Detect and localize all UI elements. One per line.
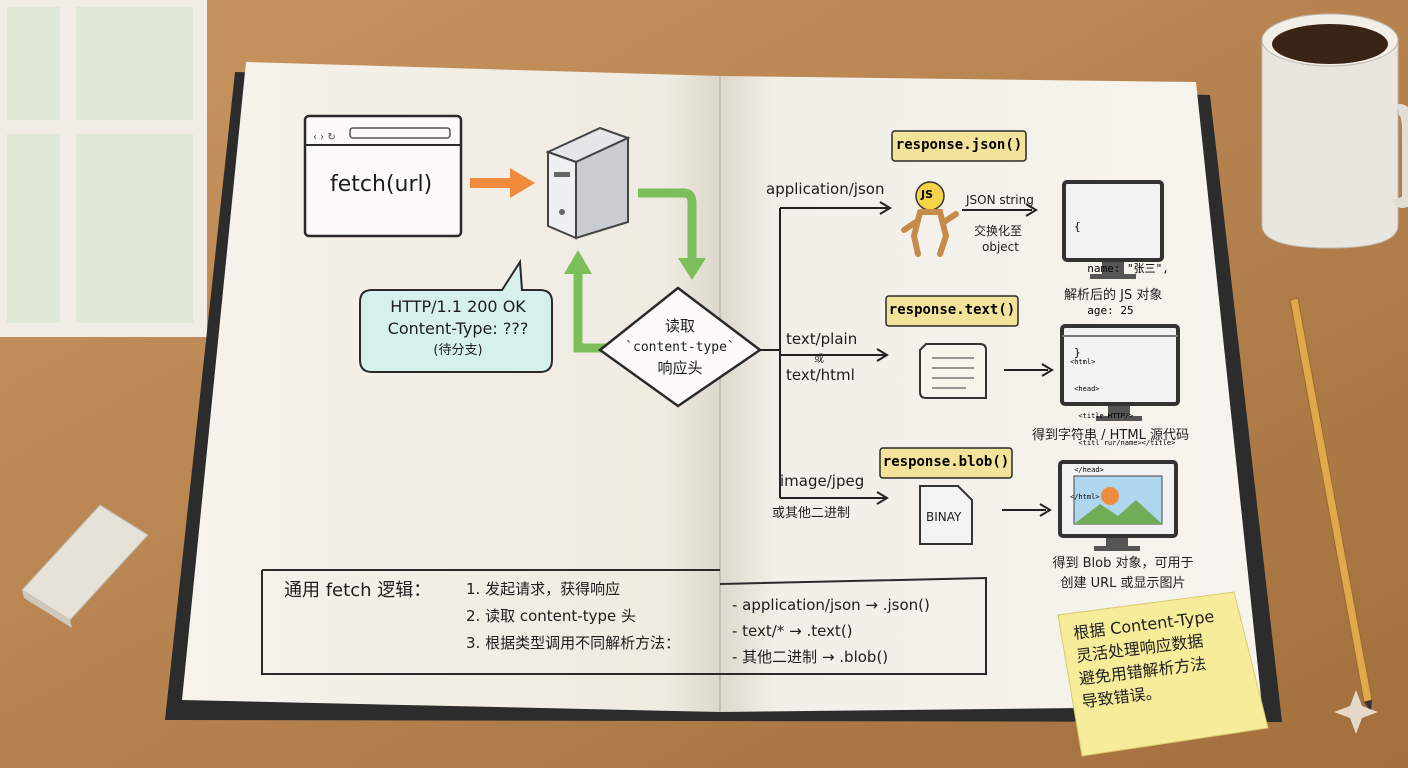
text-caption: 得到字符串 / HTML 源代码: [1032, 428, 1189, 443]
server-icon: [545, 126, 631, 240]
json-code-line: }: [1074, 346, 1081, 359]
response-bubble: HTTP/1.1 200 OK Content-Type: ??? (待分支): [366, 296, 550, 362]
svg-text:‹ › ↻: ‹ › ↻: [313, 132, 336, 143]
summary-steps: 1. 发起请求，获得响应 2. 读取 content-type 头 3. 根据类…: [466, 576, 680, 657]
summary-mapping: - application/json → .json(): [732, 596, 930, 614]
blob-method-tag: [879, 447, 1013, 479]
response-bubble-shape: [359, 258, 553, 373]
window: [0, 0, 200, 330]
blob-type-label-2: 或其他二进制: [772, 506, 851, 521]
summary-mappings: - application/json → .json() - text/* → …: [732, 592, 930, 670]
js-badge: JS: [921, 188, 934, 201]
coffee-mug: [1261, 13, 1408, 249]
json-code-line: age: 25: [1074, 304, 1134, 317]
js-person-icon: [901, 181, 959, 257]
blob-caption-line: 创建 URL 或显示图片: [1060, 576, 1186, 591]
decision-line1: 读取: [664, 317, 695, 335]
binary-file-label: BINAY: [926, 510, 962, 524]
json-code-line: {: [1074, 220, 1081, 233]
json-note-3: object: [982, 240, 1019, 254]
fetch-call-label: fetch(url): [330, 172, 433, 197]
sticky-note-paper: [1057, 591, 1269, 757]
summary-step: 3. 根据类型调用不同解析方法：: [466, 634, 681, 652]
eraser: [21, 504, 149, 628]
response-pending: (待分支): [433, 343, 483, 358]
browser-window-icon: ‹ › ↻: [303, 114, 463, 238]
json-note-2: 交换化至: [974, 224, 1023, 238]
monitor-json-icon: [1062, 180, 1164, 279]
json-method-label: response.json(): [895, 137, 1023, 153]
summary-mapping: - text/* → .text(): [732, 622, 853, 640]
decision-text: 读取 `content-type` 响应头: [610, 316, 750, 379]
text-method-label: response.text(): [888, 302, 1016, 318]
html-code-display: <html> <head> <title HTTP/> <titl rur/na…: [1070, 340, 1175, 511]
html-code-line: </html>: [1070, 493, 1100, 501]
decision-diamond: [597, 286, 763, 408]
html-code-line: <titl rur/name></title>: [1070, 439, 1176, 447]
text-or-label: 或: [814, 354, 824, 365]
html-code-line: <title HTTP/>: [1070, 412, 1134, 420]
sparkle-icon: [1334, 690, 1378, 734]
monitor-text-icon: [1060, 324, 1180, 421]
text-type-label-2: text/html: [786, 366, 855, 384]
json-note-1: JSON string: [966, 193, 1034, 207]
text-method-tag: [885, 295, 1019, 327]
branch-lines: [760, 201, 1054, 517]
html-code-line: </head>: [1070, 466, 1104, 474]
html-code-line: <head>: [1070, 385, 1100, 393]
sticky-note: 根据 Content-Type 灵活处理响应数据 避免用错解析方法 导致错误。: [1072, 605, 1224, 714]
html-code-line: <html>: [1070, 358, 1096, 366]
decision-line2: `content-type`: [625, 340, 735, 355]
monitor-image-icon: [1058, 460, 1178, 551]
response-back-arrow: [573, 270, 608, 353]
blob-caption: 得到 Blob 对象，可用于 创建 URL 或显示图片: [1026, 554, 1220, 594]
blob-type-label-1: image/jpeg: [780, 472, 865, 490]
summary-step: 2. 读取 content-type 头: [466, 607, 636, 625]
summary-title: 通用 fetch 逻辑：: [284, 580, 432, 601]
json-method-tag: [891, 130, 1027, 162]
json-code-line: name: "张三",: [1074, 262, 1169, 275]
response-status: HTTP/1.1 200 OK: [390, 297, 526, 316]
request-arrow: [470, 168, 535, 198]
text-scroll-icon: [919, 343, 987, 399]
decision-line3: 响应头: [657, 359, 703, 377]
json-type-label: application/json: [766, 180, 885, 198]
json-caption: 解析后的 JS 对象: [1064, 288, 1163, 303]
response-content-type: Content-Type: ???: [387, 319, 529, 338]
server-to-decision-arrow: [638, 188, 697, 262]
summary-mapping: - 其他二进制 → .blob(): [732, 648, 889, 666]
blob-method-label: response.blob(): [882, 454, 1010, 470]
binary-file-icon: [919, 485, 973, 545]
pencil: [1289, 297, 1373, 712]
summary-box: [261, 569, 987, 675]
json-code-display: { name: "张三", age: 25 }: [1074, 192, 1169, 374]
blob-caption-line: 得到 Blob 对象，可用于: [1052, 556, 1194, 571]
summary-step: 1. 发起请求，获得响应: [466, 580, 621, 598]
text-type-label-1: text/plain: [786, 330, 858, 348]
